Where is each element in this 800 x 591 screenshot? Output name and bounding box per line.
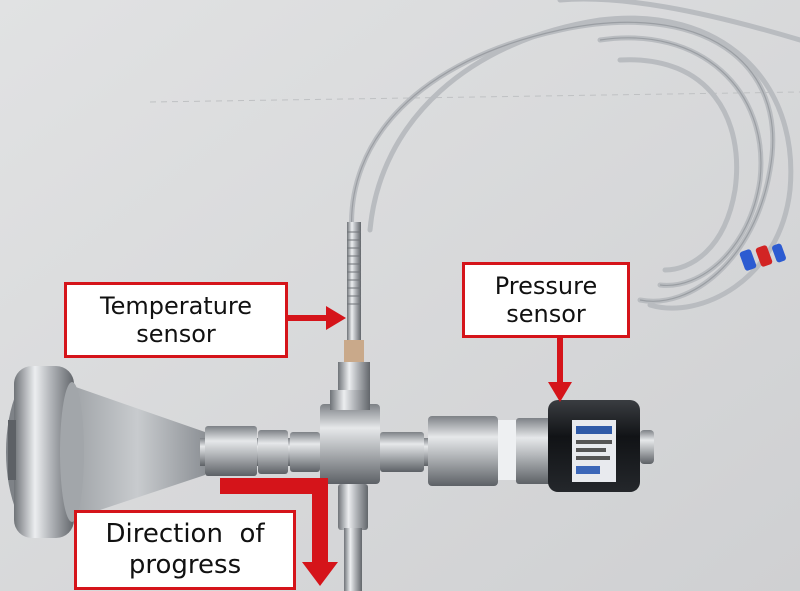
temperature-probe (338, 222, 370, 392)
temperature-sensor-label: Temperature sensor (64, 282, 288, 358)
pressure-sensor-label: Pressure sensor (462, 262, 630, 338)
temperature-sensor-line2: sensor (136, 320, 216, 348)
direction-line1: Direction of (105, 519, 265, 550)
arrow-down-icon (548, 382, 572, 402)
elbow-arrow-down-icon (302, 562, 338, 586)
pressure-sensor-body (548, 400, 654, 492)
direction-of-progress-label: Direction of progress (74, 510, 296, 590)
temperature-sensor-line1: Temperature (99, 291, 253, 320)
temperature-arrow (288, 306, 346, 330)
pressure-sensor-line1: Pressure (494, 271, 598, 300)
direction-line2: progress (128, 550, 242, 580)
arrow-right-icon (326, 306, 346, 330)
pressure-arrow (548, 338, 572, 402)
pressure-sensor-line2: sensor (506, 300, 586, 328)
direction-arrow (220, 478, 338, 586)
flange-nozzle (6, 366, 205, 538)
